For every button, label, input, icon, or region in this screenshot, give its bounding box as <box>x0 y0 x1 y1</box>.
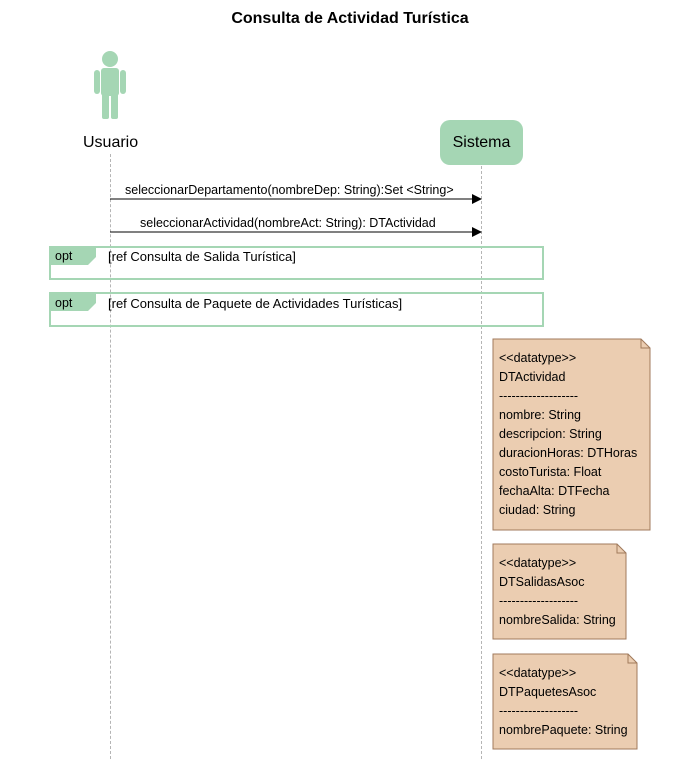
opt-fragment-1 <box>49 246 544 280</box>
message-arrowhead-2 <box>472 227 482 237</box>
note-line: fechaAlta: DTFecha <box>499 484 610 498</box>
message-label-2: seleccionarActividad(nombreAct: String):… <box>140 216 436 230</box>
note-line: ------------------- <box>499 704 579 718</box>
actor-icon <box>94 51 126 119</box>
note-line: ------------------- <box>499 389 579 403</box>
note-fold-3 <box>627 654 637 664</box>
system-lifeline <box>481 166 482 759</box>
note-shape-2 <box>492 543 627 640</box>
note-line: nombreSalida: String <box>499 613 616 627</box>
note-line: <<datatype>> <box>499 351 577 365</box>
note-dtsalidasasoc: <<datatype>> DTSalidasAsoc -------------… <box>499 554 616 630</box>
note-line: DTPaquetesAsoc <box>499 685 597 699</box>
note-line: duracionHoras: DTHoras <box>499 446 638 460</box>
fragment-ref-text-1: [ref Consulta de Salida Turística] <box>108 249 296 264</box>
opt-tag-shape-1 <box>50 247 96 265</box>
note-line: DTSalidasAsoc <box>499 575 585 589</box>
opt-tag-1: opt <box>55 249 73 263</box>
message-label-1: seleccionarDepartamento(nombreDep: Strin… <box>125 183 454 197</box>
actor-lifeline <box>110 154 111 759</box>
note-fold-1 <box>640 339 650 349</box>
note-line: <<datatype>> <box>499 556 577 570</box>
note-shape-3 <box>492 653 638 750</box>
opt-tag-2: opt <box>55 296 73 310</box>
actor-label: Usuario <box>83 134 139 151</box>
message-arrowhead-1 <box>472 194 482 204</box>
note-shape-1 <box>492 338 651 531</box>
note-fold-2 <box>616 544 626 554</box>
fragment-ref-text-2: [ref Consulta de Paquete de Actividades … <box>108 296 403 311</box>
note-line: DTActividad <box>499 370 566 384</box>
opt-fragment-2 <box>49 292 544 327</box>
diagram-title: Consulta de Actividad Turística <box>231 10 469 27</box>
note-line: <<datatype>> <box>499 666 577 680</box>
note-line: ciudad: String <box>499 503 576 517</box>
note-dtpaquetesasoc: <<datatype>> DTPaquetesAsoc ------------… <box>499 664 628 740</box>
note-line: nombre: String <box>499 408 581 422</box>
opt-tag-shape-2 <box>50 293 96 311</box>
participant-sistema[interactable]: Sistema <box>440 120 523 165</box>
participant-label: Sistema <box>452 133 511 151</box>
note-line: costoTurista: Float <box>499 465 602 479</box>
note-line: ------------------- <box>499 594 579 608</box>
note-dtactividad: <<datatype>> DTActividad ---------------… <box>499 349 637 520</box>
note-line: nombrePaquete: String <box>499 723 628 737</box>
note-line: descripcion: String <box>499 427 602 441</box>
